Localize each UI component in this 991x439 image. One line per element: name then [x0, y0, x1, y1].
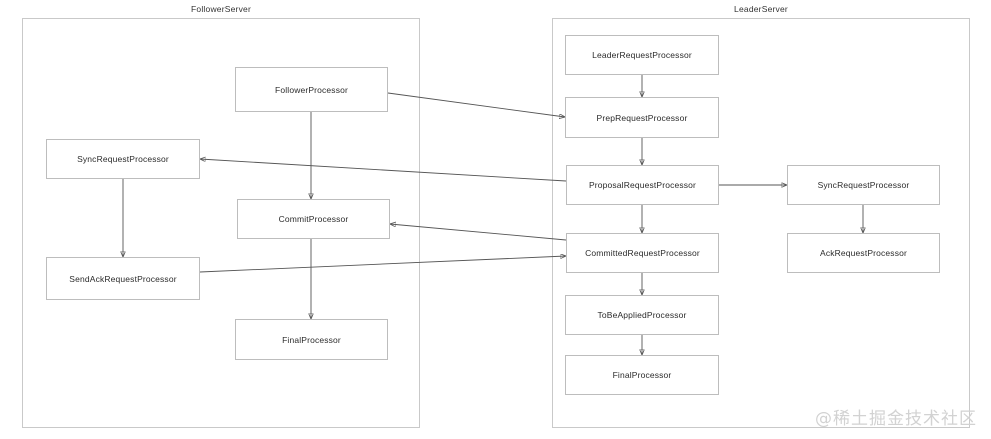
node-f-final[interactable]: FinalProcessor — [235, 319, 388, 360]
node-l-ack[interactable]: AckRequestProcessor — [787, 233, 940, 273]
node-f-sync[interactable]: SyncRequestProcessor — [46, 139, 200, 179]
node-l-tobe[interactable]: ToBeAppliedProcessor — [565, 295, 719, 335]
node-l-proposal[interactable]: ProposalRequestProcessor — [566, 165, 719, 205]
node-l-final[interactable]: FinalProcessor — [565, 355, 719, 395]
node-l-leaderreq[interactable]: LeaderRequestProcessor — [565, 35, 719, 75]
follower-server-title: FollowerServer — [191, 4, 251, 14]
node-f-commit[interactable]: CommitProcessor — [237, 199, 390, 239]
leader-server-title: LeaderServer — [734, 4, 788, 14]
node-f-sendack[interactable]: SendAckRequestProcessor — [46, 257, 200, 300]
node-l-prep[interactable]: PrepRequestProcessor — [565, 97, 719, 138]
node-f-follower[interactable]: FollowerProcessor — [235, 67, 388, 112]
node-l-sync[interactable]: SyncRequestProcessor — [787, 165, 940, 205]
node-l-committed[interactable]: CommittedRequestProcessor — [566, 233, 719, 273]
watermark-text: @稀土掘金技术社区 — [815, 409, 977, 429]
